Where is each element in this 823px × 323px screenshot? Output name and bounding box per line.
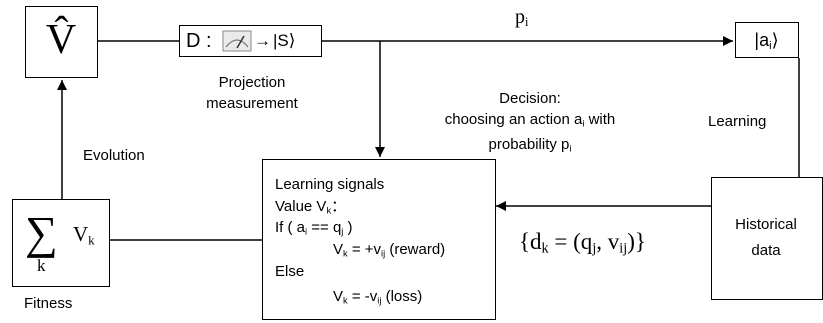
v-hat-symbol: V̂ — [45, 17, 77, 63]
projection-operator-label: D : — [186, 30, 212, 52]
decision-line2: choosing an action ai with — [444, 111, 616, 129]
projection-caption-line1: Projection — [218, 74, 286, 91]
fitness-label: Fitness — [24, 295, 73, 312]
learning-label: Learning — [708, 113, 767, 130]
decision-text: Decision: choosing an action ai with pro… — [380, 88, 680, 160]
fitness-box: ∑ k Vk — [12, 199, 110, 287]
sum-symbol: ∑ — [25, 207, 58, 258]
projection-box: D : → |S⟩ — [179, 25, 322, 57]
decision-title: Decision: — [499, 90, 561, 107]
sum-index: k — [37, 256, 46, 275]
evolution-label: Evolution — [83, 147, 145, 164]
decision-line3: probability pi — [488, 136, 572, 154]
historical-data-text: Historical data — [712, 212, 820, 264]
learning-signals-title: Learning signals — [275, 176, 385, 193]
action-ket-close: ⟩ — [771, 30, 779, 50]
historical-data-line1: Historical — [735, 216, 797, 233]
loss-line: Vk = -vij (loss) — [333, 288, 423, 306]
projection-caption: Projection measurement — [187, 72, 317, 114]
action-ket: |ai⟩ — [736, 29, 797, 57]
action-ket-sub: i — [769, 39, 772, 52]
historical-data-box: Historical data — [711, 177, 823, 300]
historical-data-line2: data — [751, 242, 781, 259]
probability-label-base: p — [515, 6, 525, 28]
sum-term: Vk — [73, 222, 95, 248]
projection-ket: |S⟩ — [273, 31, 296, 50]
value-line: Value Vk： — [275, 198, 347, 216]
projection-arrow: → — [254, 31, 271, 50]
probability-label-sub: i — [525, 15, 529, 30]
meter-icon — [222, 30, 252, 52]
dataset-formula: {dk = (qj, vij)} — [519, 229, 646, 257]
else-line: Else — [275, 263, 305, 280]
v-hat-box: V̂ — [25, 6, 98, 78]
probability-label: pi — [515, 5, 528, 34]
action-ket-open: |a — [754, 30, 770, 50]
projection-caption-line2: measurement — [206, 95, 298, 112]
if-condition-line: If ( ai == qj ) — [275, 219, 353, 237]
action-box: |ai⟩ — [735, 22, 799, 58]
learning-signals-box: Learning signals Value Vk： If ( ai == qj… — [262, 159, 496, 320]
reward-line: Vk = +vij (reward) — [333, 241, 446, 259]
